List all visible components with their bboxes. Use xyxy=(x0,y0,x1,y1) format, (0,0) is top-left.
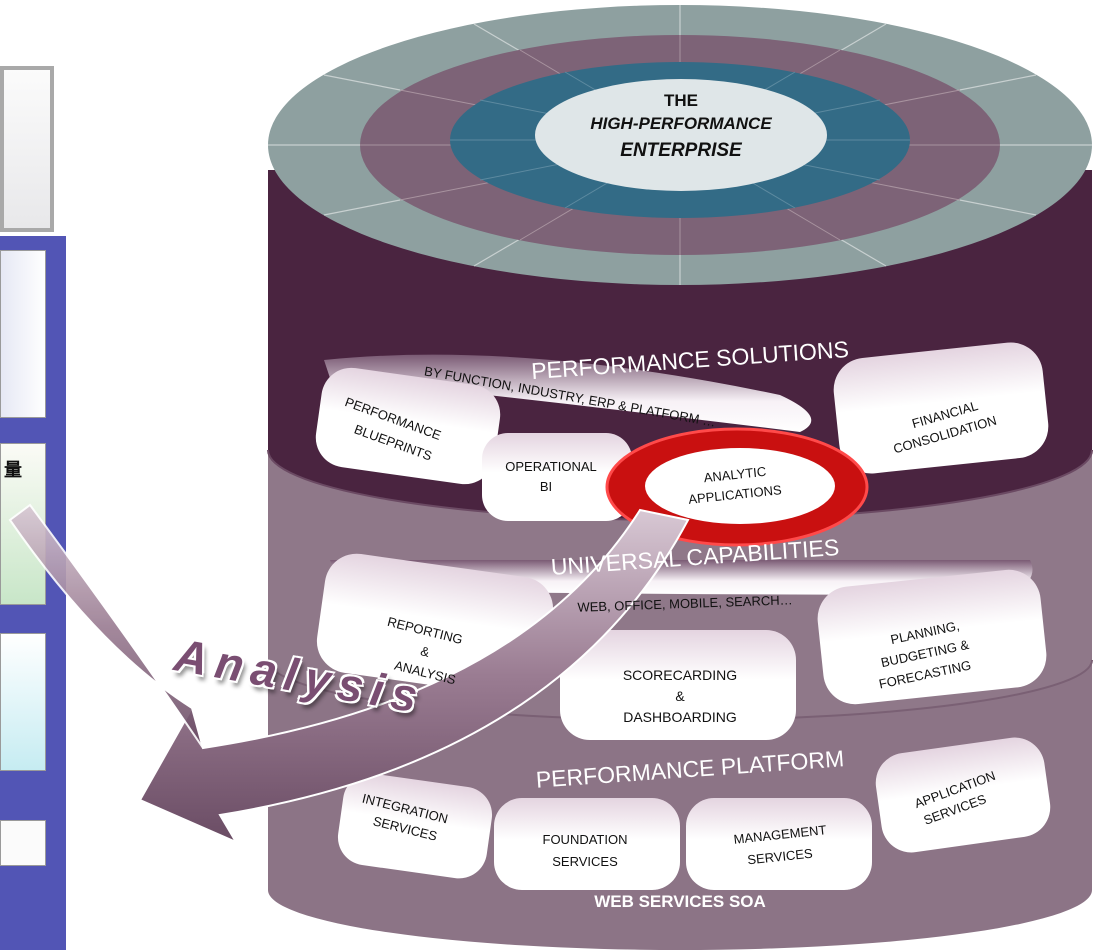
pill-application-services xyxy=(875,737,1051,853)
pill-management-services xyxy=(686,798,872,890)
left-side-panel: 量 xyxy=(0,0,70,950)
analytic-highlight-inner xyxy=(645,448,835,524)
left-panel-box-2 xyxy=(0,250,46,418)
top-line-1: THE xyxy=(664,91,698,110)
scorecarding-line3: DASHBOARDING xyxy=(623,709,737,725)
pill-integration-services xyxy=(337,773,493,879)
left-panel-character: 量 xyxy=(4,460,22,481)
left-panel-box-5 xyxy=(0,820,46,866)
analysis-arrow-lower xyxy=(8,503,204,749)
top-line-2: HIGH-PERFORMANCE xyxy=(590,114,772,133)
scorecarding-line1: SCORECARDING xyxy=(622,667,738,683)
left-panel-box-1 xyxy=(0,66,54,232)
top-core xyxy=(535,79,827,191)
pill-foundation-services xyxy=(494,798,680,890)
scorecarding-line2: & xyxy=(675,688,685,704)
operational-bi-line2: BI xyxy=(539,479,553,494)
foundation-services-line2: SERVICES xyxy=(552,854,618,869)
pill-performance-blueprints xyxy=(315,367,501,485)
operational-bi-line1: OPERATIONAL xyxy=(505,459,597,474)
pill-operational-bi xyxy=(482,433,632,521)
pill-financial-consolidation xyxy=(833,342,1049,474)
left-panel-box-4 xyxy=(0,633,46,771)
base-label: WEB SERVICES SOA xyxy=(594,892,766,911)
pill-scorecarding-dashboarding xyxy=(560,630,796,740)
solutions-band xyxy=(324,354,812,432)
foundation-services-line1: FOUNDATION xyxy=(542,832,628,847)
pill-planning-forecasting xyxy=(817,569,1047,705)
top-line-3: ENTERPRISE xyxy=(620,140,742,161)
analysis-arrow xyxy=(138,508,690,845)
